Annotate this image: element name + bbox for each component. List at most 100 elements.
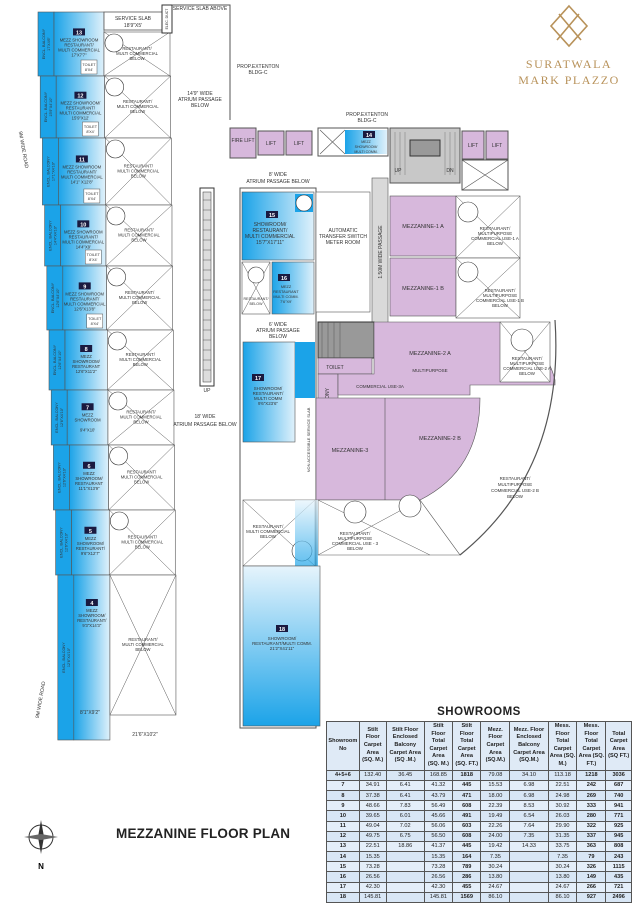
restaurant-label: BELOW — [135, 647, 150, 652]
table-cell: 7.83 — [385, 800, 425, 812]
unit-label: MEZZ — [86, 608, 98, 613]
prop-ext-label: BLDG-C — [358, 118, 377, 124]
table-cell: 242 — [576, 779, 607, 791]
unit-size: 15'9"X12' — [72, 116, 90, 121]
table-cell: 808 — [605, 840, 632, 853]
fire-lift-label: FIRE LIFT — [231, 138, 254, 144]
table-cell: 73.28 — [358, 861, 387, 873]
table-cell: 18 — [326, 891, 360, 904]
table-cell: 42.30 — [358, 881, 387, 893]
table-cell: 8.53 — [509, 800, 549, 812]
unit-label: MULTI COMMERCIAL — [62, 239, 104, 244]
toilet-label: TOILET — [88, 317, 102, 321]
column-header: Mezz. Floor Carpet Area (SQ.M.) — [480, 721, 511, 771]
escalator-up-label: UP — [204, 388, 212, 394]
unit-number: 17 — [255, 376, 261, 382]
non-accessible-slab-label: NON ACCESSIBLE SERVICE SLAB — [306, 407, 311, 472]
unit-label: MEZZ — [83, 471, 95, 476]
toilet-size: 8'X4' — [88, 197, 96, 201]
unit-number: 9 — [83, 284, 86, 290]
unit-size: 9'3"X14'3" — [82, 623, 102, 628]
restaurant-label: MULTI COMMERCIAL — [246, 529, 290, 534]
unit-label: MEZZ SHOWROOM/ — [61, 101, 102, 106]
restaurant-label: BELOW — [492, 303, 509, 308]
restaurant-label: BELOW — [260, 534, 277, 539]
restaurant-label: BELOW — [519, 371, 536, 376]
table-cell: 363 — [576, 840, 607, 853]
table-cell: 11 — [326, 820, 360, 832]
table-cell: 280 — [576, 810, 607, 822]
table-cell: 14 — [326, 851, 360, 863]
table-cell: 269 — [576, 789, 607, 802]
table-cell: 41.32 — [423, 779, 454, 791]
table-cell: 445 — [452, 840, 482, 853]
table-title: SHOWROOMS — [437, 706, 521, 718]
table-cell: 73.28 — [423, 861, 454, 873]
unit-label: MEZZ SHOWROOM — [64, 229, 103, 234]
service-slab: SERVICE SLAB 18'9"X5' — [103, 11, 163, 31]
table-cell: 333 — [576, 800, 607, 812]
table-cell: 36.45 — [385, 769, 425, 781]
spiral-stair-icon — [510, 328, 534, 352]
balcony-size: 17'X4'6" — [47, 36, 51, 50]
table-cell: 603 — [452, 820, 482, 832]
table-cell: 56.49 — [423, 800, 454, 812]
table-cell: 491 — [452, 810, 482, 822]
table-cell: 145.81 — [358, 891, 387, 904]
commercial-label: MULTIPURPOSE — [412, 368, 447, 373]
table-cell: 925 — [605, 820, 632, 832]
table-cell: 29.90 — [547, 820, 578, 832]
table-cell: 149 — [576, 871, 607, 883]
unit-number: 4 — [90, 601, 94, 607]
restaurant-label: RESTAURANT/ — [128, 637, 158, 642]
table-cell: 22.51 — [358, 840, 387, 853]
toilet-label: TOILET — [85, 192, 99, 196]
table-cell: 326 — [576, 861, 607, 873]
unit-label: MEZZ — [361, 140, 371, 144]
road-label: 9M WIDE ROAD — [17, 131, 29, 169]
table-cell: 7.02 — [385, 820, 425, 832]
restaurant-label: MULTI COMMERCIAL — [117, 169, 159, 174]
spiral-stair-icon — [457, 261, 479, 283]
restaurant-label: RESTAURANT/ — [123, 99, 153, 104]
lift-label: LIFT — [294, 141, 304, 147]
table-cell: 6.41 — [385, 789, 425, 802]
table-cell: 132.40 — [358, 769, 387, 781]
spiral-stair-icon — [247, 266, 265, 284]
table-cell: 945 — [605, 830, 632, 842]
unit-size: 17'X7'7" — [71, 52, 87, 57]
table-cell: 18.86 — [385, 840, 425, 853]
table-cell: 26.56 — [423, 871, 454, 883]
spiral-stair-icon — [109, 446, 128, 466]
table-cell: 3036 — [605, 769, 632, 781]
column-header: Mess. Floor Total Carpet Area (SQ. FT.) — [576, 721, 607, 771]
restaurant-label: COMMERCIAL USE-1 A — [471, 236, 519, 241]
table-cell — [385, 891, 425, 904]
restaurant-label: MULTI COMMERCIAL — [116, 51, 158, 56]
spiral-stair-icon — [109, 511, 129, 531]
table-cell: 6.01 — [385, 810, 425, 822]
table-cell: 39.65 — [358, 810, 387, 822]
table-cell: 721 — [605, 881, 632, 893]
column-header: Showroom No — [326, 721, 360, 771]
unit-size: 9'6"X23'6" — [258, 401, 278, 406]
unit-label: MULTI COMM — [254, 396, 282, 401]
table-cell: 4+5+6 — [326, 769, 360, 781]
road-label: 9M WIDE ROAD — [35, 681, 47, 719]
table-cell: 48.66 — [358, 800, 387, 812]
balcony-size: 12'6"X4'10" — [60, 407, 64, 427]
stair-dn-label: DN — [446, 168, 454, 174]
table-cell: 6.41 — [385, 779, 425, 791]
restaurant-label: BELOW — [130, 109, 145, 114]
restaurant-label: RESTAURANT/ — [340, 531, 371, 536]
spiral-stair-icon — [107, 267, 126, 287]
unit-label: RESTAURANT/ — [67, 169, 97, 174]
unit-size: 14'1" X12'8" — [71, 179, 94, 184]
toilet-label: TOILET — [326, 365, 343, 371]
toilet-size: 8'X4' — [89, 258, 97, 262]
unit-label: SHOWROOM/ — [268, 636, 297, 641]
restaurant-label: BELOW — [133, 362, 148, 367]
